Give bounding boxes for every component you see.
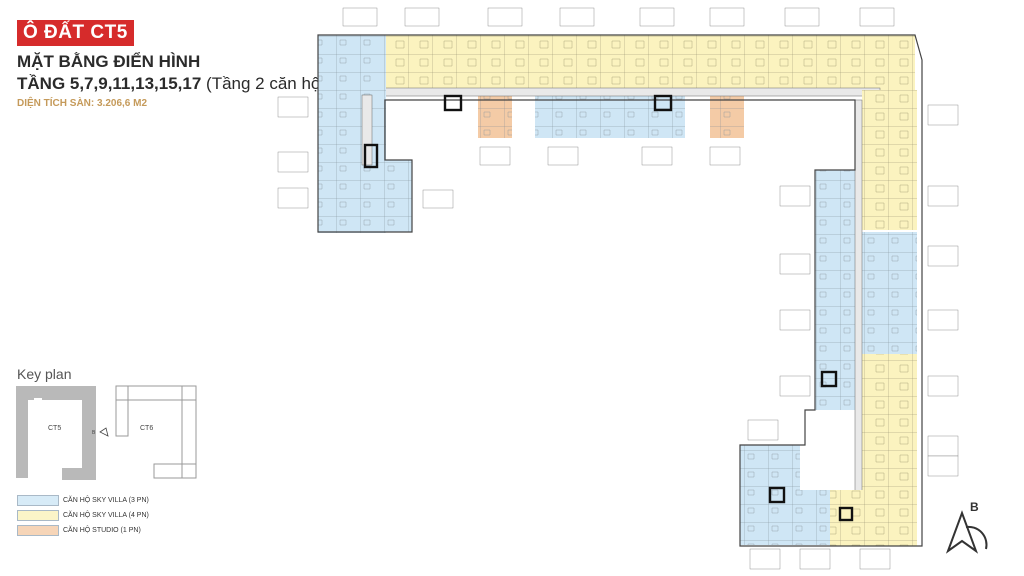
unit-tag [927,455,959,477]
unit-tag [479,146,511,166]
keyplan-ct5-block [16,386,96,480]
unit-tag [422,189,454,209]
floors-note: (Tầng 2 căn hộ) [206,74,327,93]
legend-label: CĂN HỘ SKY VILLA (4 PN) [63,511,149,519]
rooms-top [385,35,915,90]
rooms-studio-1 [478,96,512,138]
unit-tag [277,151,309,173]
unit-tag [779,253,811,275]
unit-tag [547,146,579,166]
rooms-studio-2 [710,96,744,138]
unit-tag [639,7,675,27]
keyplan-ct6-label: CT6 [140,425,153,432]
unit-tag [799,548,831,570]
unit-tag [277,96,309,118]
unit-tag [404,7,440,27]
plot-badge: Ô ĐẤT CT5 [17,20,134,46]
outer-walls [317,34,923,547]
unit-tag [859,7,895,27]
plan-title: MẶT BẰNG ĐIỂN HÌNH [17,52,201,71]
legend-swatch-studio [17,524,59,536]
stair-cores [363,94,854,522]
unit-tag [927,104,959,126]
unit-tag [277,187,309,209]
rooms-right-top [862,90,917,230]
floor-area: DIỆN TÍCH SÀN: 3.206,6 M2 [17,98,148,109]
unit-tag [779,185,811,207]
legend-item-villa4: CĂN HỘ SKY VILLA (4 PN) [17,508,149,522]
legend: CĂN HỘ SKY VILLA (3 PN) CĂN HỘ SKY VILLA… [17,493,149,538]
keyplan-b-label: B [92,430,96,436]
unit-tag [927,435,959,457]
legend-item-studio: CĂN HỘ STUDIO (1 PN) [17,523,149,537]
legend-label: CĂN HỘ SKY VILLA (3 PN) [63,496,149,504]
unit-tags [277,7,959,570]
legend-label: CĂN HỘ STUDIO (1 PN) [63,526,141,534]
keyplan-arrow-icon [99,427,109,437]
rooms-left-b [372,160,412,232]
unit-tag [487,7,523,27]
unit-tag [927,309,959,331]
legend-swatch-villa4 [17,509,59,521]
corridor-left [361,94,373,166]
left-wing [318,35,412,233]
north-arrow-icon [945,510,988,554]
rooms-right-inner [815,170,855,410]
unit-tag [749,548,781,570]
unit-tag [859,548,891,570]
unit-tag [747,419,779,441]
unit-tag [559,7,595,27]
keyplan-diagram: CT5 CT6 B [16,385,197,480]
unit-tag [779,375,811,397]
unit-tag [927,375,959,397]
unit-tag [779,309,811,331]
legend-swatch-villa3 [17,494,59,506]
compass-letter: B [970,500,979,514]
unit-tag [709,7,745,27]
unit-tag [927,185,959,207]
corridor-right [854,99,863,521]
unit-tag [784,7,820,27]
legend-item-villa3: CĂN HỘ SKY VILLA (3 PN) [17,493,149,507]
rooms-bottom-right [830,490,915,546]
rooms-right-mid [862,232,917,354]
unit-tag [342,7,378,27]
corridor-top [359,87,881,97]
unit-tag [709,146,741,166]
unit-tag [927,245,959,267]
top-wing [359,35,915,138]
rooms-top-villa3 [535,96,685,138]
floors-list: TẦNG 5,7,9,11,13,15,17 [17,74,202,93]
keyplan-title: Key plan [17,366,72,382]
floors-line: TẦNG 5,7,9,11,13,15,17 (Tầng 2 căn hộ) [17,74,326,94]
right-wing [740,90,917,546]
keyplan-ct5-label: CT5 [48,425,61,432]
keyplan-ct6-block [115,385,197,479]
unit-tag [641,146,673,166]
